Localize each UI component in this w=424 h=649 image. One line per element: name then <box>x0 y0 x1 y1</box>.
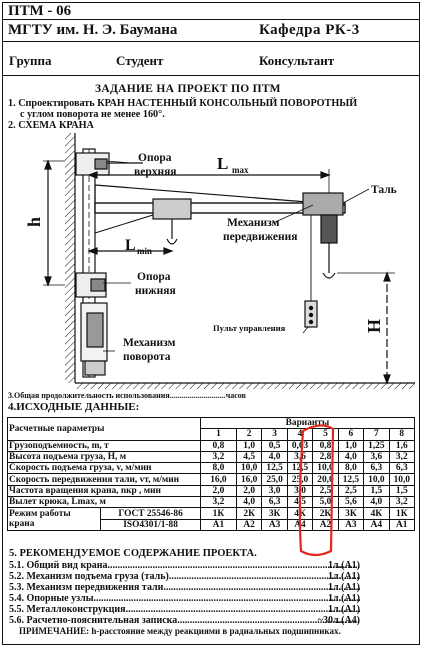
assignment-title: ЗАДАНИЕ НА ПРОЕКТ ПО ПТМ <box>95 83 281 95</box>
recommendation-qty: 1л.(А1) <box>328 593 360 604</box>
student-label: Студент <box>116 53 164 68</box>
recommendation-label: 5.2. Механизм подъема груза (таль)......… <box>9 571 360 582</box>
table-cell: А1 <box>388 518 416 531</box>
recommendation-label: 5.3. Механизм передвижения тали.........… <box>9 582 360 593</box>
header-people-row: Группа Студент Консультант <box>3 42 419 76</box>
hoist-label: Таль <box>371 184 397 196</box>
rotation-mech-2: поворота <box>123 351 171 363</box>
recommendation-label: 5.5. Металлоконструкция.................… <box>9 604 360 615</box>
sheet-code: ПТМ - 06 <box>8 3 72 19</box>
pendant-label: Пульт управления <box>213 323 286 333</box>
lmin-label: L <box>125 237 136 254</box>
recommendation-label: 5.4. Опорные узлы.......................… <box>9 593 360 604</box>
recommendation-label: 5.1. Общий вид крана....................… <box>9 560 360 571</box>
initial-data-heading: 4.ИСХОДНЫЕ ДАННЫЕ: <box>8 401 140 413</box>
crane-scheme: L max L min h H Опора верхняя Опора нижн… <box>24 133 415 389</box>
header-university-row: МГТУ им. Н. Э. Баумана Кафедра РК-3 <box>3 20 419 42</box>
H-label: H <box>364 319 384 333</box>
recommendation-qty: 1л.(А1) <box>328 571 360 582</box>
recommendation-item: 5.5. Металлоконструкция.................… <box>9 604 414 615</box>
task-line-2: с углом поворота не менее 160°. <box>20 109 165 120</box>
table-cell: А3 <box>261 518 288 531</box>
header-code-row: ПТМ - 06 <box>3 3 419 20</box>
recommendation-item: 5.3. Механизм передвижения тали.........… <box>9 582 414 593</box>
consultant-label: Консультант <box>259 53 335 68</box>
assignment-sheet: ПТМ - 06 МГТУ им. Н. Э. Баумана Кафедра … <box>2 2 420 645</box>
travel-mech-2: передвижения <box>223 231 298 243</box>
table-cell: 1,5 <box>388 484 416 498</box>
recommendation-item: 5.6. Расчетно-пояснительная записка.....… <box>9 615 414 626</box>
group-label: Группа <box>9 53 52 68</box>
support-bottom-1: Опора <box>137 271 171 283</box>
lmax-label: L <box>217 154 228 173</box>
recommendation-qty: 1л.(А1) <box>328 582 360 593</box>
recommendation-item: 5.4. Опорные узлы.......................… <box>9 593 414 604</box>
university-name: МГТУ им. Н. Э. Баумана <box>8 22 178 38</box>
recommendation-qty: ~30л.(А4) <box>317 615 360 626</box>
lmin-sub: min <box>137 246 152 256</box>
department-name: Кафедра РК-3 <box>259 22 360 38</box>
recommendation-qty: 1л.(А1) <box>328 560 360 571</box>
scheme-label: 2. СХЕМА КРАНА <box>8 120 94 131</box>
task-line-1: 1. Спроектировать КРАН НАСТЕННЫЙ КОНСОЛЬ… <box>8 98 358 109</box>
recommendation-label: 5.6. Расчетно-пояснительная записка.....… <box>9 615 360 626</box>
recommendation-item: 5.2. Механизм подъема груза (таль)......… <box>9 571 414 582</box>
recommendation-qty: 1л.(А1) <box>328 604 360 615</box>
support-top-2: верхняя <box>134 166 177 178</box>
table-cell: А4 <box>363 518 390 531</box>
recommendations-heading: 5. РЕКОМЕНДУЕМОЕ СОДЕРЖАНИЕ ПРОЕКТА. <box>9 548 257 559</box>
usage-line: 3.Общая продолжительность использования.… <box>8 391 246 400</box>
travel-mech-1: Механизм <box>227 217 280 229</box>
recommendations-note: ПРИМЕЧАНИЕ: h-расстояние между реакциями… <box>19 626 341 636</box>
recommendations: 5. РЕКОМЕНДУЕМОЕ СОДЕРЖАНИЕ ПРОЕКТА. 5.1… <box>9 548 414 637</box>
support-top-1: Опора <box>138 152 172 164</box>
mode-label-1: Режим работы <box>9 509 71 520</box>
lmax-sub: max <box>232 165 249 175</box>
recommendation-item: 5.1. Общий вид крана....................… <box>9 560 414 571</box>
h-label: h <box>24 217 44 227</box>
table-cell: А3 <box>337 518 365 531</box>
support-bottom-2: нижняя <box>135 285 176 297</box>
rotation-mech-1: Механизм <box>123 337 176 349</box>
mode-label-2: крана <box>9 519 35 530</box>
variant-highlight <box>298 424 335 557</box>
